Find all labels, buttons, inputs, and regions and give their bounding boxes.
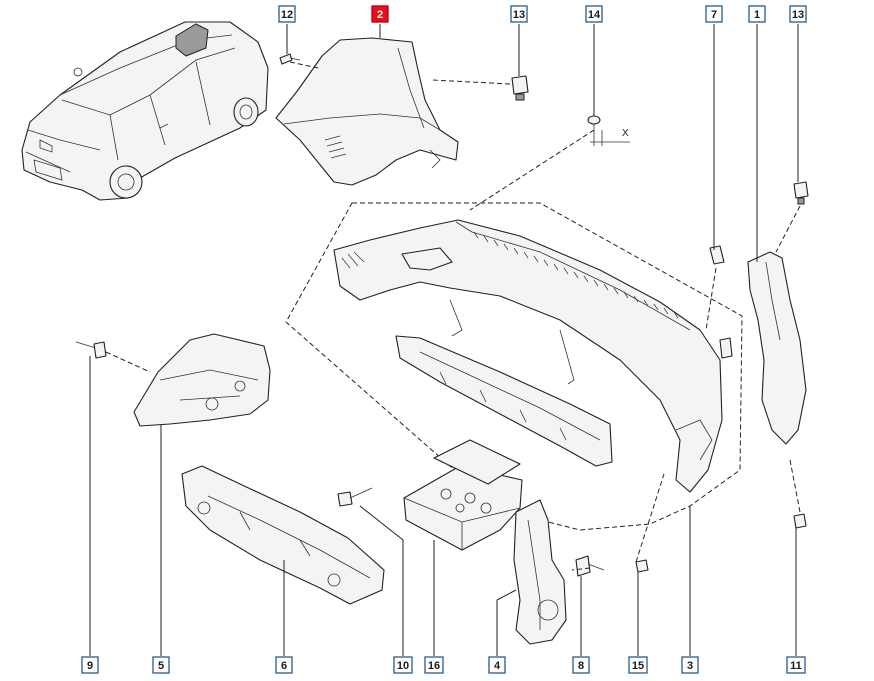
part-13-nut-right	[793, 181, 809, 205]
dimension-x-label: X	[622, 128, 629, 139]
callout-10-label: 10	[397, 660, 409, 672]
callout-14-label: 14	[588, 9, 601, 21]
part-1-side-trim	[747, 251, 807, 445]
callout-1: 1	[748, 5, 766, 23]
part-3-rear-bumper	[333, 219, 723, 493]
part-6-lower-beam	[181, 465, 385, 605]
callout-9-label: 9	[87, 660, 93, 672]
bumper-reinforcement	[395, 335, 613, 467]
callout-16-label: 16	[428, 660, 440, 672]
part-8-bolt	[575, 555, 605, 577]
callout-14: 14	[585, 5, 603, 23]
part-4-lower-bracket	[513, 499, 567, 645]
callout-4-label: 4	[494, 660, 501, 672]
callout-2-label: 2	[377, 9, 383, 21]
callout-3-label: 3	[687, 660, 693, 672]
callout-8-label: 8	[578, 660, 584, 672]
callout-11: 11	[786, 656, 806, 674]
callout-13-upper: 13	[510, 5, 528, 23]
callout-1-label: 1	[754, 9, 760, 21]
part-11-clip	[793, 513, 807, 529]
callout-13-right: 13	[789, 5, 807, 23]
part-7-clip	[709, 245, 733, 359]
callout-6-label: 6	[281, 660, 287, 672]
bumper-assembly-outline	[285, 202, 743, 531]
assembly-arrows	[105, 61, 801, 571]
callout-6: 6	[275, 656, 293, 674]
callout-7: 7	[705, 5, 723, 23]
part-10-screw	[337, 487, 373, 507]
part-2-rear-upper-panel	[275, 37, 459, 186]
callout-15-label: 15	[632, 660, 644, 672]
part-14-screw: X	[587, 115, 630, 146]
part-12-clip	[279, 53, 301, 65]
callout-9: 9	[81, 656, 99, 674]
part-9-rivet	[75, 341, 107, 359]
callout-13-upper-label: 13	[513, 9, 525, 21]
car-illustration	[21, 21, 269, 201]
callout-12: 12	[278, 5, 296, 23]
callout-11-label: 11	[790, 660, 802, 672]
callout-12-label: 12	[281, 9, 293, 21]
callout-3: 3	[681, 656, 699, 674]
callout-16: 16	[424, 656, 444, 674]
part-15-clip	[635, 559, 649, 573]
callout-7-label: 7	[711, 9, 717, 21]
part-16-fastener-box	[403, 439, 523, 551]
callout-5-label: 5	[158, 660, 164, 672]
callout-4: 4	[488, 656, 506, 674]
leader-lines	[89, 24, 799, 656]
callout-13-right-label: 13	[792, 9, 804, 21]
part-5-left-bracket	[133, 333, 271, 427]
callout-8: 8	[572, 656, 590, 674]
callout-2: 2	[371, 5, 389, 23]
part-13-nut-upper	[511, 75, 529, 101]
callout-5: 5	[152, 656, 170, 674]
callout-10: 10	[393, 656, 413, 674]
callout-15: 15	[628, 656, 648, 674]
